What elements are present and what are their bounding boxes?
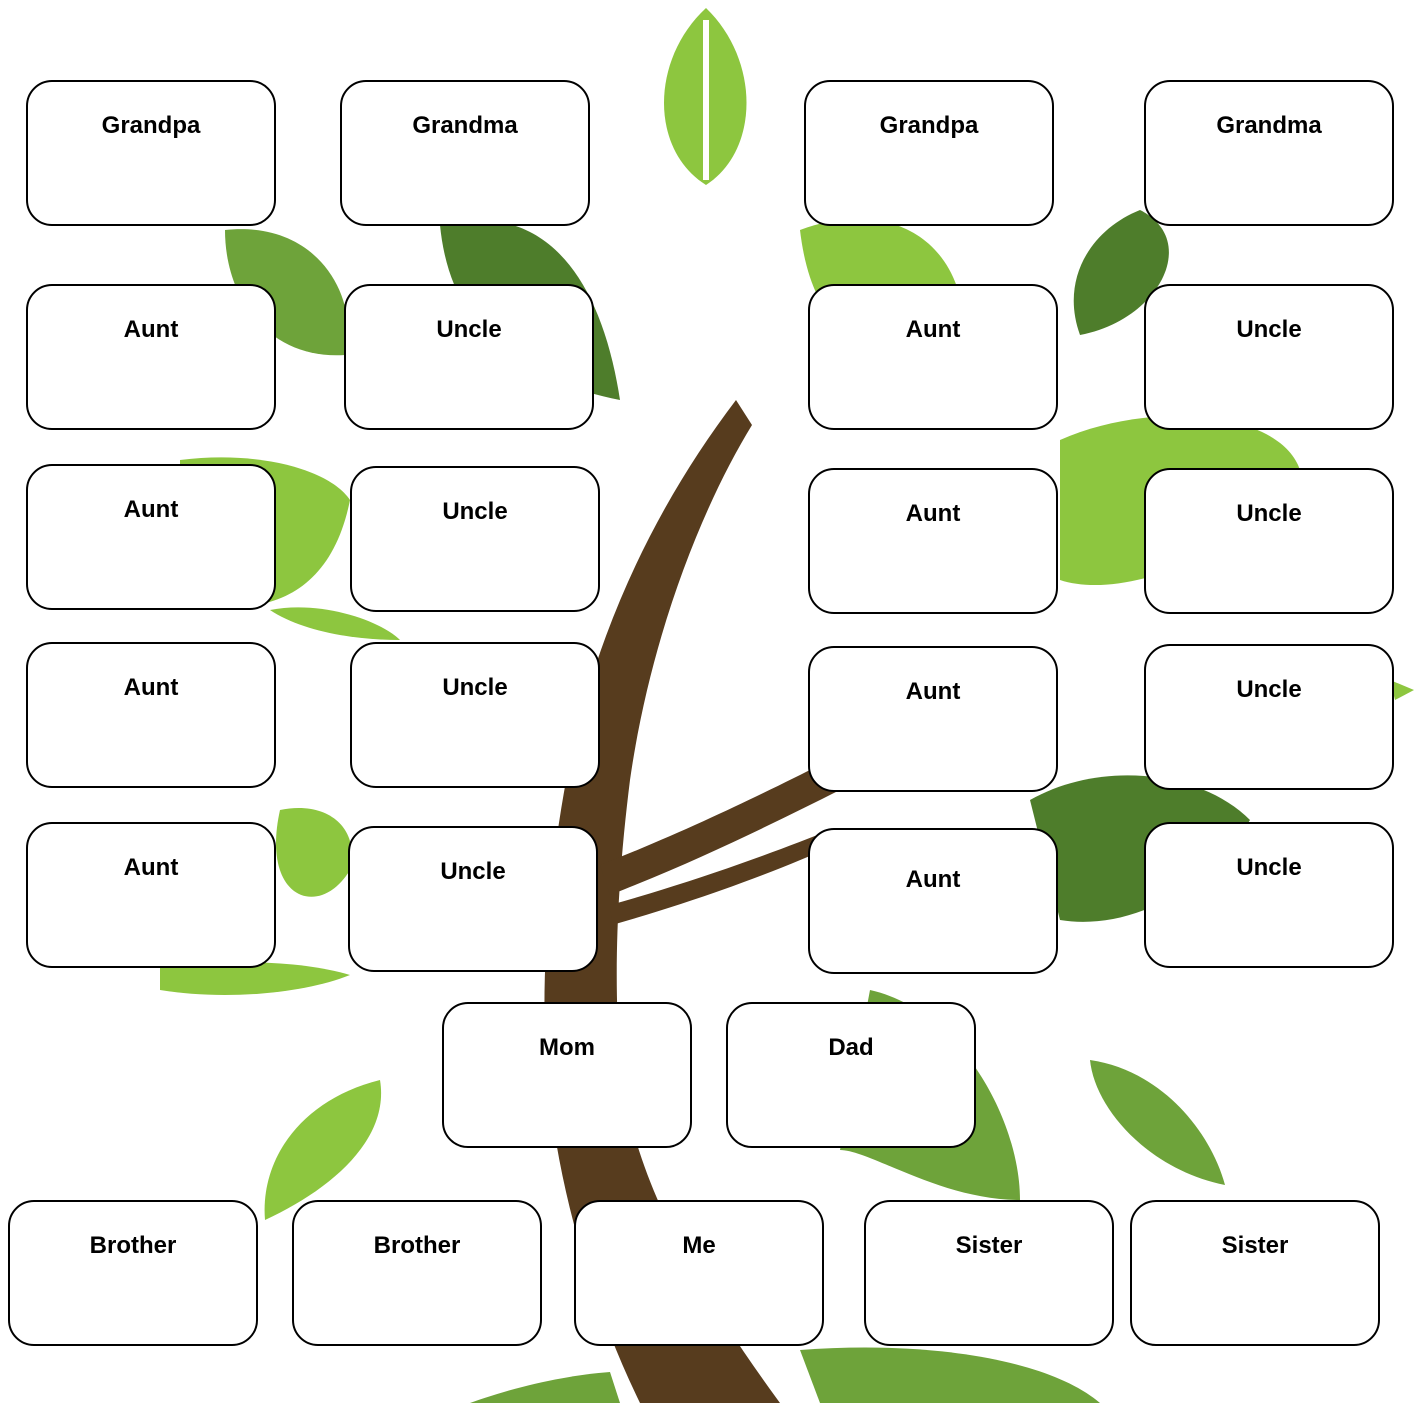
grandma-left-box: Grandma: [340, 80, 590, 226]
sister-label: Sister: [955, 1232, 1023, 1259]
uncle-label: Uncle: [442, 674, 508, 701]
uncle-left-1-box: Uncle: [344, 284, 594, 430]
tree-trunk: [544, 400, 780, 1403]
leaf: [800, 1347, 1100, 1403]
grandma-left-label: Grandma: [412, 112, 518, 139]
mom-box: Mom: [442, 1002, 692, 1148]
aunt-left-4-box: Aunt: [26, 822, 276, 968]
leaf: [264, 1080, 382, 1220]
grandpa-left-label: Grandpa: [101, 112, 201, 139]
aunt-label: Aunt: [123, 496, 179, 523]
brother-2-box: Brother: [292, 1200, 542, 1346]
leaf: [470, 1372, 620, 1403]
leaf: [270, 607, 400, 640]
aunt-label: Aunt: [123, 674, 179, 701]
me-box: Me: [574, 1200, 824, 1346]
aunt-label: Aunt: [905, 678, 961, 705]
grandpa-right-box: Grandpa: [804, 80, 1054, 226]
aunt-label: Aunt: [123, 854, 179, 881]
uncle-label: Uncle: [1236, 500, 1302, 527]
aunt-right-4-box: Aunt: [808, 828, 1058, 974]
brother-1-box: Brother: [8, 1200, 258, 1346]
uncle-left-3-box: Uncle: [350, 642, 600, 788]
leaf: [1030, 775, 1250, 922]
aunt-label: Aunt: [905, 866, 961, 893]
sister-1-box: Sister: [864, 1200, 1114, 1346]
leaf: [1090, 1060, 1225, 1185]
grandpa-right-label: Grandpa: [879, 112, 979, 139]
aunt-label: Aunt: [905, 316, 961, 343]
brother-label: Brother: [373, 1232, 461, 1259]
me-label: Me: [682, 1232, 716, 1259]
uncle-label: Uncle: [436, 316, 502, 343]
leaf: [1390, 680, 1414, 700]
mom-label: Mom: [539, 1034, 595, 1061]
uncle-label: Uncle: [442, 498, 508, 525]
tree-branch-small: [610, 830, 835, 925]
grandma-right-label: Grandma: [1216, 112, 1322, 139]
uncle-label: Uncle: [1236, 676, 1302, 703]
sister-label: Sister: [1221, 1232, 1289, 1259]
aunt-right-3-box: Aunt: [808, 646, 1058, 792]
uncle-label: Uncle: [440, 858, 506, 885]
aunt-right-2-box: Aunt: [808, 468, 1058, 614]
uncle-label: Uncle: [1236, 854, 1302, 881]
dad-label: Dad: [828, 1034, 874, 1061]
aunt-left-2-box: Aunt: [26, 464, 276, 610]
aunt-label: Aunt: [905, 500, 961, 527]
aunt-left-1-box: Aunt: [26, 284, 276, 430]
uncle-right-1-box: Uncle: [1144, 284, 1394, 430]
leaf: [225, 229, 349, 356]
aunt-label: Aunt: [123, 316, 179, 343]
uncle-right-4-box: Uncle: [1144, 822, 1394, 968]
sister-2-box: Sister: [1130, 1200, 1380, 1346]
aunt-left-3-box: Aunt: [26, 642, 276, 788]
brother-label: Brother: [89, 1232, 177, 1259]
dad-box: Dad: [726, 1002, 976, 1148]
tree-branch: [600, 765, 840, 895]
uncle-label: Uncle: [1236, 316, 1302, 343]
leaf: [1073, 210, 1169, 335]
grandma-right-box: Grandma: [1144, 80, 1394, 226]
uncle-left-4-box: Uncle: [348, 826, 598, 972]
uncle-left-2-box: Uncle: [350, 466, 600, 612]
grandpa-left-box: Grandpa: [26, 80, 276, 226]
uncle-right-3-box: Uncle: [1144, 644, 1394, 790]
uncle-right-2-box: Uncle: [1144, 468, 1394, 614]
leaf: [276, 808, 352, 897]
leaf: [160, 962, 350, 995]
aunt-right-1-box: Aunt: [808, 284, 1058, 430]
